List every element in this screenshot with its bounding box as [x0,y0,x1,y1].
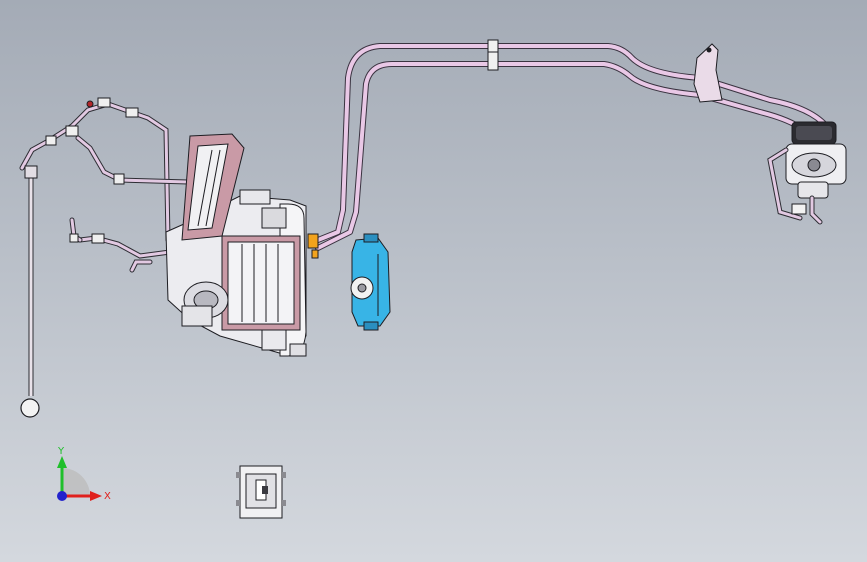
coordinate-triad-icon: Y X [57,446,111,502]
hvac-module[interactable] [165,133,319,357]
pipe-clamp-middle[interactable] [487,39,499,71]
x-axis-label: X [104,491,111,502]
refrigerant-pipe-lower[interactable] [315,61,815,251]
pipe-clamp-right[interactable] [693,43,723,103]
control-module[interactable] [236,465,286,519]
sensor-rod[interactable] [20,165,40,418]
compressor[interactable] [767,121,847,225]
left-hose-network[interactable] [19,97,191,273]
refrigerant-pipe-upper[interactable] [315,43,835,243]
y-axis-label: Y [57,446,65,457]
blower-motor[interactable] [350,233,391,331]
